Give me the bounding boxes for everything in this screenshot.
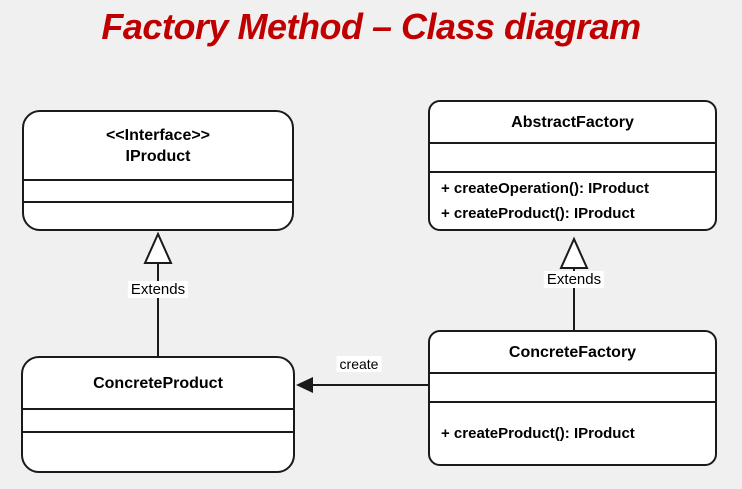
methods-compartment: + createProduct(): IProduct (430, 401, 715, 464)
class-box-concretefactory: ConcreteFactory + createProduct(): IProd… (428, 330, 717, 466)
hollow-triangle-arrowhead-icon (559, 236, 589, 269)
methods-compartment: + createOperation(): IProduct + createPr… (430, 171, 715, 229)
attributes-compartment (23, 408, 293, 431)
class-name: ConcreteFactory (508, 343, 637, 361)
class-name: AbstractFactory (511, 113, 634, 131)
method-item: + createProduct(): IProduct (441, 425, 635, 442)
methods-compartment (24, 201, 292, 229)
class-header: ConcreteProduct (23, 358, 293, 408)
class-header: <<Interface>> IProduct (24, 112, 292, 179)
class-name: IProduct (125, 147, 191, 165)
class-box-iproduct: <<Interface>> IProduct (22, 110, 294, 231)
relation-label-create: create (336, 356, 382, 372)
class-header: AbstractFactory (430, 102, 715, 142)
methods-compartment (23, 431, 293, 471)
relation-label-extends: Extends (543, 271, 605, 288)
attributes-compartment (430, 372, 715, 401)
create-association-arrow (296, 377, 428, 393)
solid-arrowhead-icon (296, 377, 313, 393)
class-stereotype: <<Interface>> (105, 126, 211, 144)
relation-label-extends: Extends (127, 281, 189, 298)
class-box-concreteproduct: ConcreteProduct (21, 356, 295, 473)
class-box-abstractfactory: AbstractFactory + createOperation(): IPr… (428, 100, 717, 231)
class-name: ConcreteProduct (93, 374, 223, 392)
method-item: + createOperation(): IProduct (441, 180, 649, 197)
page-title: Factory Method – Class diagram (101, 6, 641, 47)
method-item: + createProduct(): IProduct (441, 205, 635, 222)
class-header: ConcreteFactory (430, 332, 715, 372)
hollow-triangle-arrowhead-icon (143, 231, 173, 264)
attributes-compartment (430, 142, 715, 171)
generalization-arrow-concreteproduct-iproduct (143, 231, 173, 357)
attributes-compartment (24, 179, 292, 201)
